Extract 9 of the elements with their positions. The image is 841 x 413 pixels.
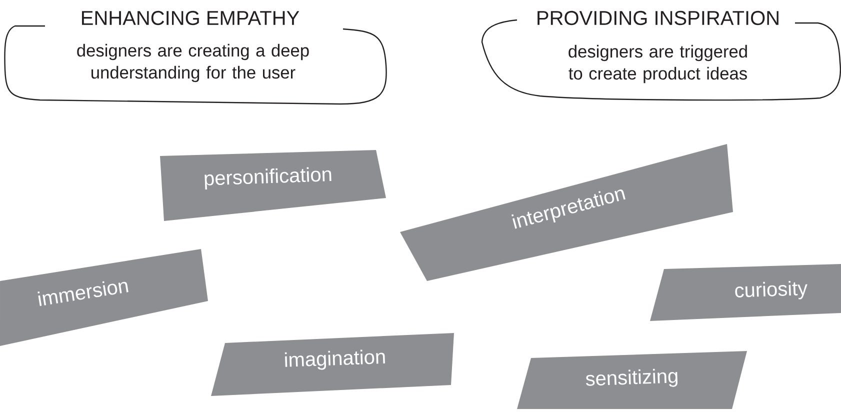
heading: PROVIDING INSPIRATION <box>538 10 778 26</box>
label-slab: personification <box>160 150 386 221</box>
description: designers are triggered to create product ideas <box>568 44 747 84</box>
description: designers are creating a deep understanding for the user <box>77 44 309 82</box>
label-slab: imagination <box>211 333 454 396</box>
heading: ENHANCING EMPATHY <box>82 10 300 26</box>
label-slab: immersion <box>0 249 208 346</box>
label-slab: sensitizing <box>517 351 747 409</box>
label-slab: curiosity <box>650 264 841 321</box>
